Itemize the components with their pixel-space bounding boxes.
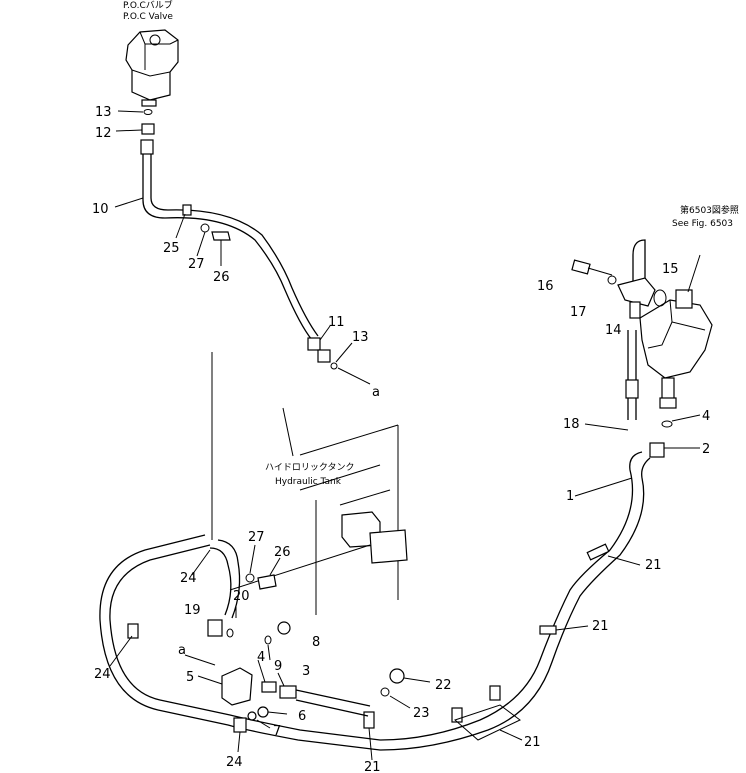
label-6: 6 [298,709,306,724]
label-26: 26 [213,270,230,285]
label-7: 7 [273,724,281,739]
label-25: 25 [163,241,180,256]
label-21: 21 [524,735,541,750]
line-1 [109,451,643,741]
tank-caption-en: Hydraulic Tank [275,477,342,487]
poc-valve [125,29,179,107]
label-12: 12 [95,126,112,141]
label-9: 9 [274,659,282,674]
label-24: 24 [226,755,243,770]
label-26: 26 [274,545,291,560]
label-8: 8 [312,635,320,650]
label-11: 11 [328,315,345,330]
label-21: 21 [592,619,609,634]
label-18: 18 [563,417,580,432]
tank-caption-jp: ハイドロリックタンク [265,462,354,473]
elbow-11 [307,337,321,351]
label-23: 23 [413,706,430,721]
label-4: 4 [257,650,265,665]
label-19: 19 [184,603,201,618]
label-16: 16 [537,279,554,294]
label-1: 1 [566,489,574,504]
pipe-14 [632,239,646,310]
label-22: 22 [435,678,452,693]
label-20: 20 [233,589,250,604]
label-21: 21 [645,558,662,573]
label-4: 4 [702,409,710,424]
o-ring-13 [143,109,153,115]
label-3: 3 [302,664,310,679]
label-5: 5 [186,670,194,685]
label-2: 2 [702,442,710,457]
label-24: 24 [94,667,111,682]
label-a: a [178,643,186,658]
block-5 [221,667,253,706]
label-a: a [372,385,380,400]
label-21: 21 [364,760,381,773]
label-24: 24 [180,571,197,586]
ref-caption-en: See Fig. 6503 [672,219,733,229]
ref-caption-jp: 第6503図参照 [680,204,739,216]
label-17: 17 [570,305,587,320]
connector-12 [141,123,155,135]
poc-caption-en: P.O.C Valve [123,12,173,22]
label-10: 10 [92,202,109,217]
label-14: 14 [605,323,622,338]
hose-20 [209,547,232,616]
label-15: 15 [662,262,679,277]
label-27: 27 [188,257,205,272]
hose-10 [142,140,313,341]
control-valve [639,289,713,409]
label-27: 27 [248,530,265,545]
label-13: 13 [352,330,369,345]
poc-caption-jp: P.O.Cバルブ [123,0,173,11]
label-13: 13 [95,105,112,120]
